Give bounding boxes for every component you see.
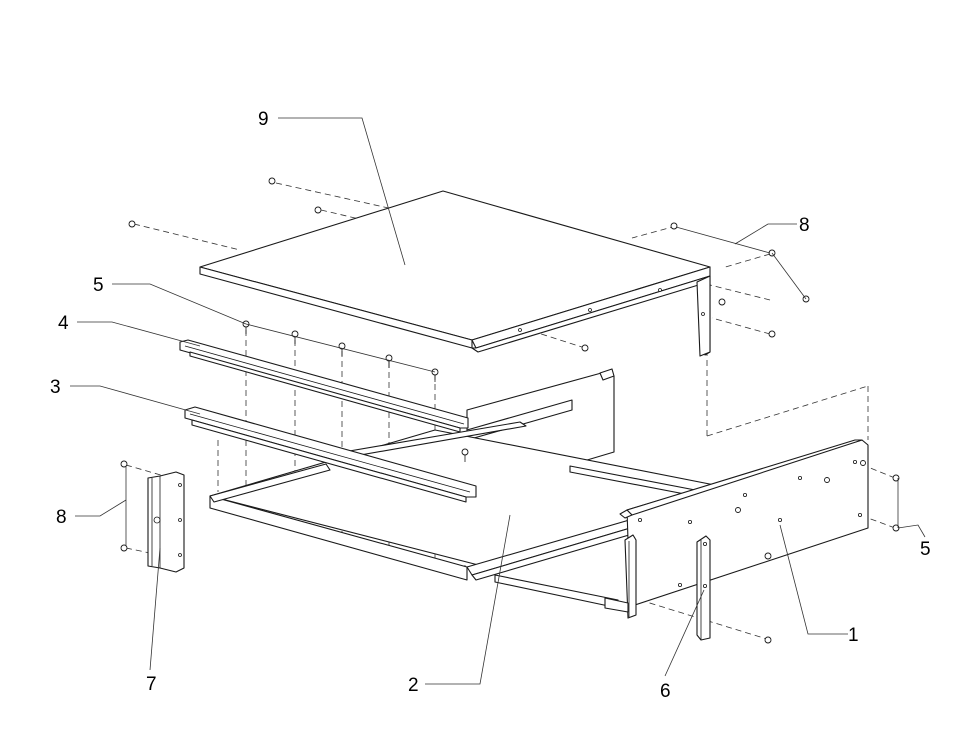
screw	[764, 552, 772, 560]
leader-1	[779, 524, 848, 635]
screw	[892, 474, 900, 482]
screw	[764, 636, 772, 644]
callout-4: 4	[58, 313, 69, 334]
leader-lines	[70, 117, 926, 685]
slide-rail-lower	[184, 406, 477, 503]
callout-2: 2	[408, 675, 419, 696]
callout-8-top: 8	[799, 215, 810, 236]
screw	[824, 477, 830, 483]
screw	[431, 368, 439, 382]
callout-7: 7	[146, 674, 157, 695]
leader-6	[664, 589, 705, 677]
screw	[461, 448, 469, 462]
chassis-side	[619, 439, 869, 606]
front-post	[604, 534, 637, 619]
screw	[268, 177, 276, 185]
screw	[120, 460, 128, 468]
screw	[735, 507, 741, 513]
screw	[860, 460, 866, 466]
callout-8-left: 8	[56, 507, 67, 528]
callout-5-right: 5	[920, 539, 931, 560]
leader-7	[149, 547, 161, 671]
screw	[768, 330, 776, 338]
slide-rail-upper	[179, 339, 469, 433]
callout-5-left: 5	[93, 275, 104, 296]
leader-8-top	[734, 223, 797, 245]
side-bracket	[147, 471, 185, 573]
callout-labels: 9 1 2 3 4 5 5 6 7 8 8	[50, 109, 931, 702]
front-bracket	[696, 535, 711, 641]
callout-3: 3	[50, 377, 61, 398]
screw	[581, 344, 589, 352]
leader-8-left	[75, 499, 127, 517]
callout-1: 1	[848, 625, 859, 646]
leader-2	[425, 514, 511, 685]
screw	[128, 220, 136, 228]
leader-9	[278, 117, 406, 266]
callout-9: 9	[258, 109, 269, 130]
screw	[670, 222, 678, 230]
screw	[291, 330, 299, 344]
screw	[120, 544, 128, 552]
leader-5-left	[112, 283, 247, 325]
callout-6: 6	[660, 681, 671, 702]
leader-3	[70, 385, 201, 415]
cover-panel	[199, 190, 711, 357]
leader-4	[77, 321, 201, 347]
screw	[338, 342, 346, 356]
leader-5-right	[897, 524, 926, 538]
screw	[718, 298, 726, 306]
screw	[314, 206, 322, 214]
screw	[385, 354, 393, 368]
screws	[120, 177, 900, 644]
